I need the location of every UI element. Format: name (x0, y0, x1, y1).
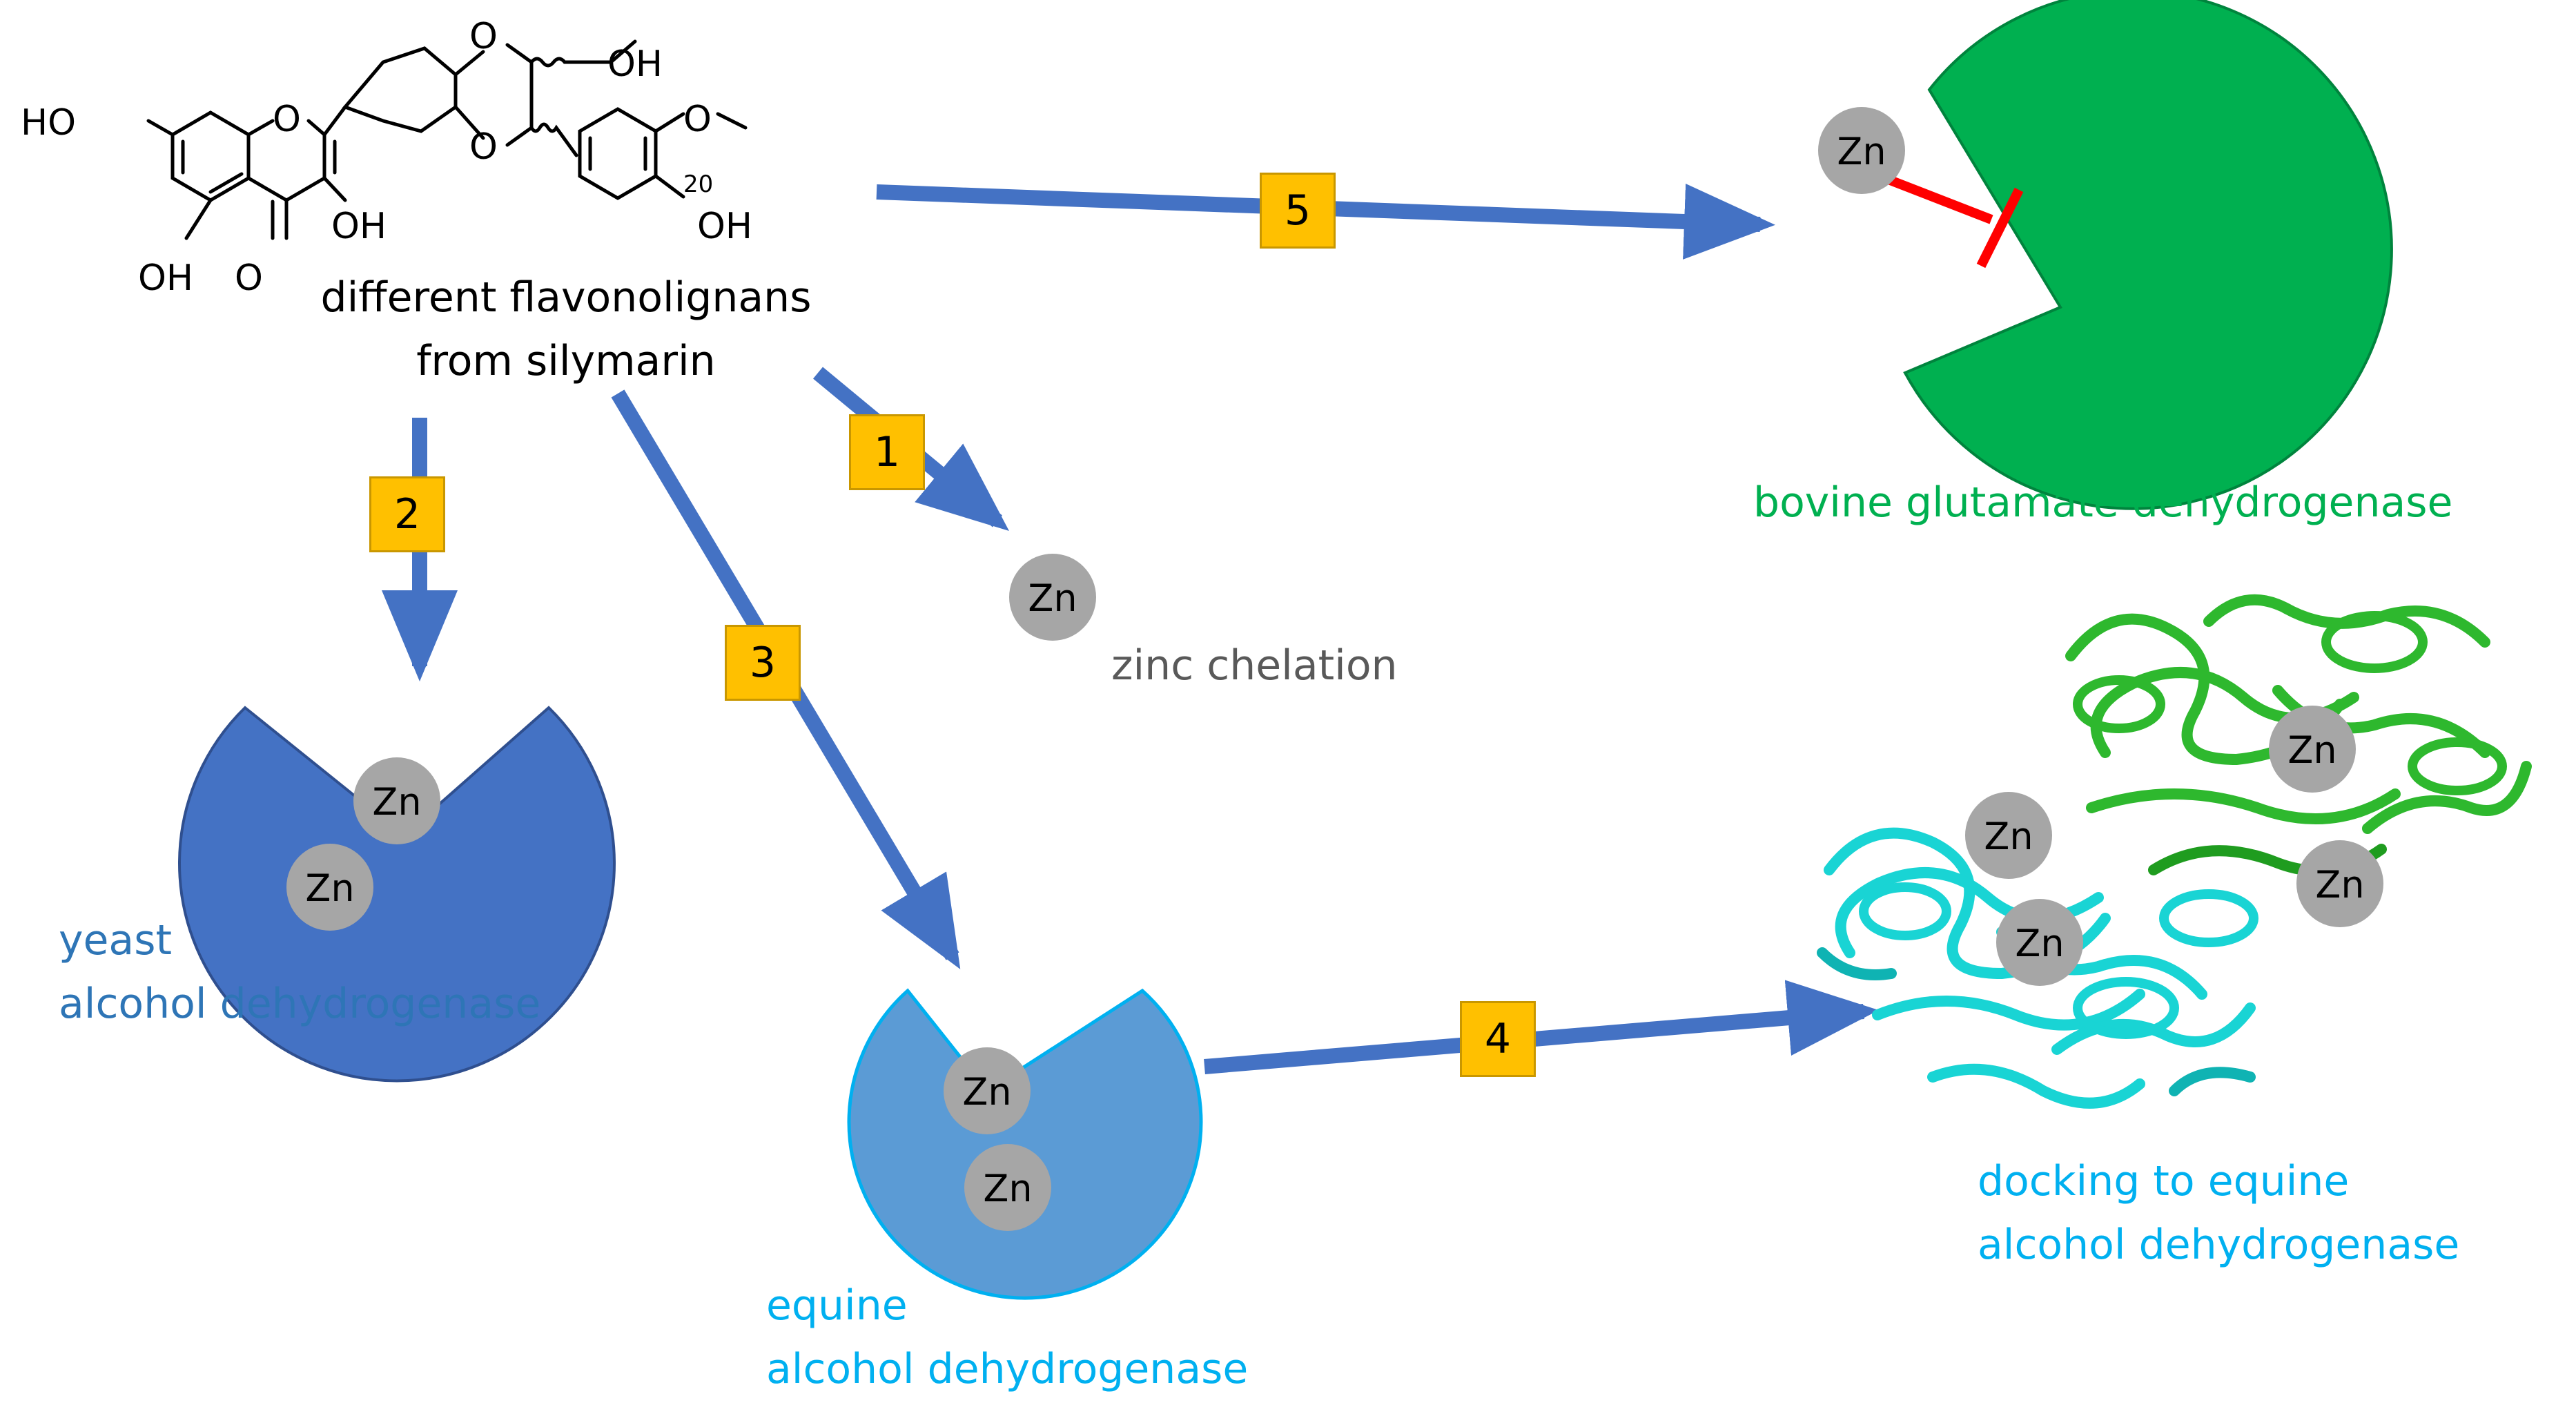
atom-label: OH (331, 206, 387, 247)
equine-adh-label: equine alcohol dehydrogenase (766, 1274, 1248, 1401)
molecule-caption: different flavonolignans from silymarin (290, 266, 842, 393)
equine-adh-enzyme: Zn Zn (847, 988, 1203, 1300)
atom-label: O (469, 126, 498, 168)
zn-label: Zn (305, 866, 354, 910)
equine-adh-label-line-1: equine (766, 1281, 908, 1330)
bovine-gdh-enzyme: Zn (1818, 0, 2393, 510)
docking-label: docking to equine alcohol dehydrogenase (1978, 1150, 2459, 1277)
ring-b (342, 46, 458, 133)
zinc-chelation-label: zinc chelation (1111, 641, 1398, 690)
atom-label: OH (697, 206, 752, 247)
zn-label: Zn (2315, 863, 2364, 907)
yeast-adh-label-line-1: yeast (59, 916, 172, 964)
step-badge-5: 5 (1260, 173, 1336, 249)
zn-label: Zn (962, 1070, 1011, 1114)
step-badge-2: 2 (369, 476, 445, 552)
atom-label: O (683, 99, 712, 140)
bovine-gdh-label: bovine glutamate dehydrogenase (1753, 478, 2453, 527)
flavonolignan-structure (146, 39, 748, 240)
zn-label: Zn (1028, 576, 1077, 620)
free-zinc-ion: Zn (1009, 554, 1096, 641)
step-badge-1: 1 (849, 414, 925, 490)
molecule-caption-line-2: from silymarin (416, 337, 716, 385)
atom-label: OH (607, 43, 663, 85)
yeast-adh-enzyme: Zn Zn (178, 706, 616, 1083)
atom-label: O (235, 258, 263, 299)
zn-label: Zn (1984, 815, 2033, 858)
equine-adh-label-line-2: alcohol dehydrogenase (766, 1345, 1249, 1393)
atom-label: HO (21, 102, 76, 144)
atom-label: O (469, 16, 498, 57)
docking-label-line-1: docking to equine (1978, 1157, 2350, 1205)
docking-label-line-2: alcohol dehydrogenase (1978, 1221, 2460, 1269)
molecule-caption-line-1: different flavonolignans (320, 273, 812, 322)
atom-label: 20 (683, 171, 713, 198)
atom-label: O (273, 99, 301, 140)
zn-label: Zn (2015, 922, 2064, 965)
structure-atom-labels: HO O O O OH O OH OH O 20 OH (21, 16, 752, 299)
zn-label: Zn (372, 780, 421, 824)
step-badge-3: 3 (725, 625, 801, 701)
docking-protein-structure: Zn Zn Zn Zn (1817, 594, 2532, 1109)
zn-label: Zn (2287, 728, 2336, 772)
yeast-adh-label: yeast alcohol dehydrogenase (59, 909, 540, 1036)
zn-label: Zn (1837, 130, 1886, 173)
step-badge-4: 4 (1460, 1001, 1536, 1077)
inhibition-bar (1976, 187, 2024, 269)
atom-label: OH (138, 258, 193, 299)
yeast-adh-label-line-2: alcohol dehydrogenase (59, 980, 541, 1028)
zn-label: Zn (983, 1167, 1032, 1210)
